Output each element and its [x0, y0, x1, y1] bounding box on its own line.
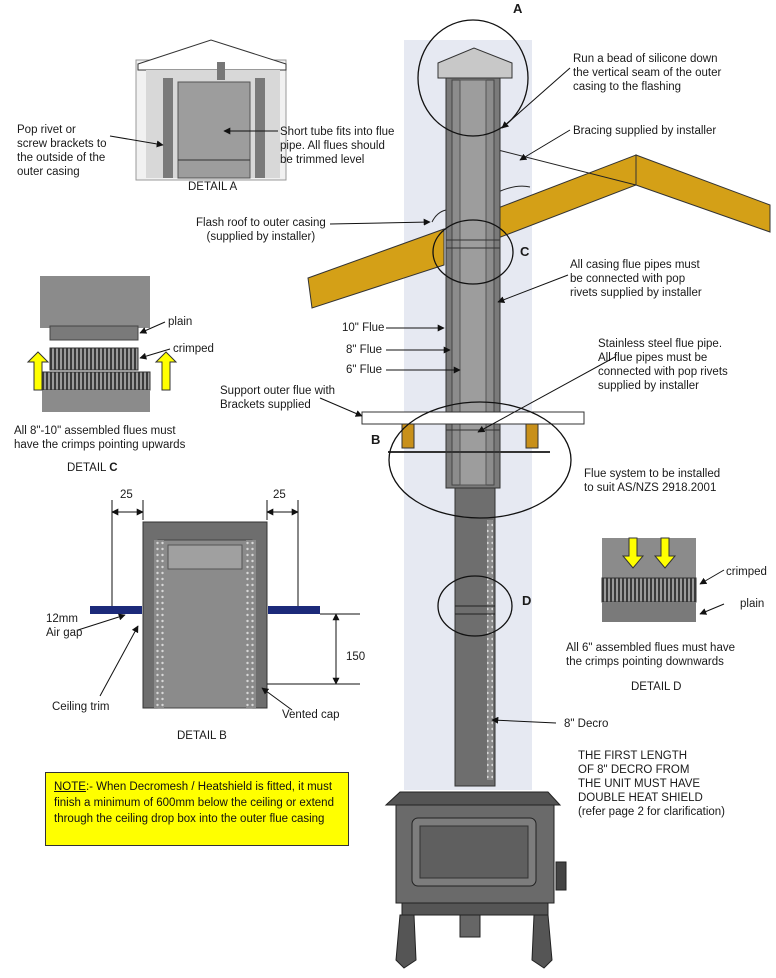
- arrow-down-right: [653, 537, 677, 569]
- support-shelf: [361, 411, 585, 425]
- detail-a-caption: DETAIL A: [188, 181, 238, 193]
- stove-top: [384, 791, 562, 806]
- stainless-label: Stainless steel flue pipe.All flue pipes…: [598, 338, 728, 392]
- detail-c-circle: [432, 219, 514, 285]
- dim-25-right: 25: [273, 489, 286, 501]
- flue-10-label: 10" Flue: [342, 322, 385, 334]
- detail-b-letter: B: [371, 432, 381, 447]
- arrow-down-left: [621, 537, 645, 569]
- plain-label-d: plain: [740, 598, 765, 610]
- note-prefix: NOTE: [54, 781, 86, 793]
- stove-leg-left: [395, 914, 417, 969]
- roof-right-slope: [635, 154, 771, 233]
- crimped-label-d: crimped: [726, 566, 767, 578]
- plain-label-c: plain: [168, 316, 193, 328]
- detail-a-letter: A: [513, 1, 523, 16]
- stove-leg-right: [531, 914, 553, 969]
- dim-150-label: 150: [346, 651, 366, 663]
- arrow-up-right: [154, 351, 178, 391]
- roof-left: [307, 228, 445, 309]
- detail-d-caption: DETAIL D: [631, 681, 682, 693]
- note-text: :- When Decromesh / Heatshield is fitted…: [54, 781, 334, 825]
- bracing-label: Bracing supplied by installer: [573, 125, 717, 137]
- flue-8-label: 8" Flue: [346, 344, 383, 356]
- flash-label: Flash roof to outer casing(supplied by i…: [196, 217, 326, 243]
- flashing-curve: [431, 209, 447, 223]
- detail-c-letter: C: [520, 244, 530, 259]
- detail-d-circle: [437, 575, 513, 637]
- detail-c-caption: DETAIL C: [67, 462, 118, 474]
- support-bracket-right: [525, 423, 539, 449]
- dim-25-left: 25: [120, 489, 133, 501]
- detail-d-letter: D: [522, 593, 532, 608]
- cowl-cap: [437, 47, 513, 79]
- detail-b-caption: DETAIL B: [177, 730, 227, 742]
- flue-6-label: 6" Flue: [346, 364, 383, 376]
- ceiling-trim-label: Ceiling trim: [52, 701, 110, 713]
- detail-a-circle: [417, 19, 529, 137]
- heatshield-note: NOTE:- When Decromesh / Heatshield is fi…: [45, 772, 349, 846]
- vented-cap-label: Vented cap: [282, 709, 340, 721]
- arrow-up-left: [26, 351, 50, 391]
- decro-label: 8" Decro: [564, 718, 609, 730]
- bracing-curve: [497, 185, 531, 193]
- crimped-label-c: crimped: [173, 343, 214, 355]
- stove-handle: [555, 861, 567, 891]
- detail-b-circle: [388, 401, 572, 519]
